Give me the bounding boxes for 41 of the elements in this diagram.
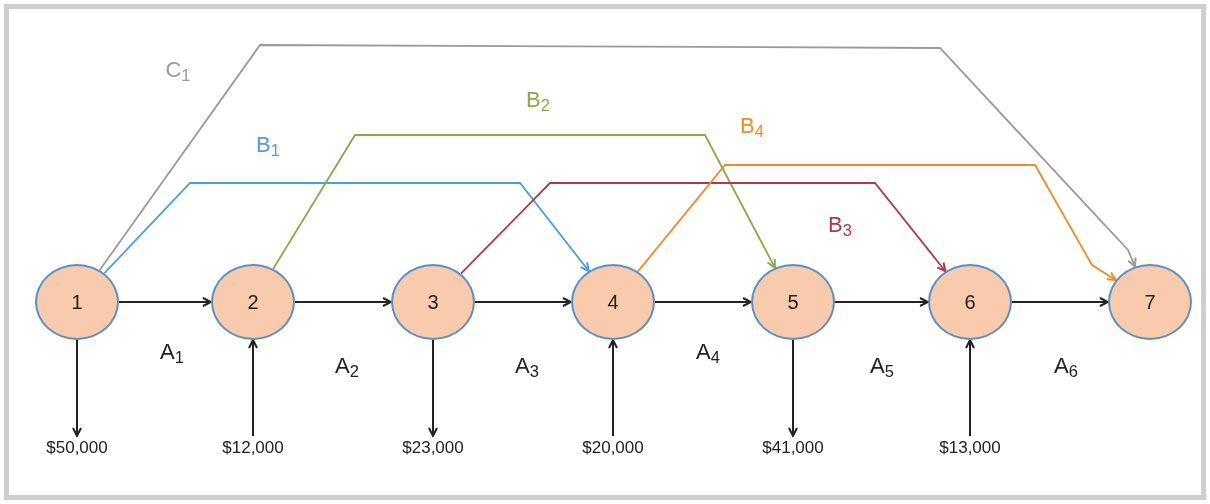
edge-label: B$_{2}$ [526, 89, 550, 111]
edge-label: B$_{4}$ [740, 115, 764, 137]
arrow [474, 297, 572, 307]
node-circle: 1 [35, 264, 119, 340]
arrow [72, 339, 82, 437]
arrow [248, 339, 258, 437]
arrow [965, 339, 975, 437]
node-circle: 4 [571, 264, 655, 340]
node-circle: 2 [211, 264, 295, 340]
node-circle: 3 [391, 264, 475, 340]
arrow [118, 297, 212, 307]
arrow [103, 182, 590, 275]
arrow [608, 339, 618, 437]
amount-label: $20,000 [563, 436, 663, 460]
edge-label: A$_{3}$ [515, 355, 539, 377]
edge-label: C$_{1}$ [165, 59, 191, 81]
arrow [98, 44, 1137, 271]
edge-label: A$_{5}$ [870, 355, 894, 377]
edge-label: B$_{1}$ [256, 134, 280, 156]
amount-label: $12,000 [203, 436, 303, 460]
arrow [654, 297, 752, 307]
amount-label: $50,000 [27, 436, 127, 460]
arrow [834, 297, 929, 307]
edge-label: A$_{6}$ [1054, 355, 1078, 377]
edge-label: A$_{4}$ [696, 341, 720, 363]
amount-label: $23,000 [383, 436, 483, 460]
arrow [1011, 297, 1109, 307]
amount-label: $13,000 [920, 436, 1020, 460]
node-circle: 7 [1108, 264, 1192, 340]
arrow [272, 134, 776, 270]
edge-label: B$_{3}$ [828, 214, 852, 236]
arrow [294, 297, 392, 307]
arrow [428, 339, 438, 437]
arrow [788, 339, 798, 437]
node-circle: 5 [751, 264, 835, 340]
arrow [637, 164, 1117, 282]
edge-label: A$_{1}$ [160, 341, 184, 363]
arrow [460, 182, 947, 275]
edge-label: A$_{2}$ [335, 355, 359, 377]
amount-label: $41,000 [743, 436, 843, 460]
node-circle: 6 [928, 264, 1012, 340]
